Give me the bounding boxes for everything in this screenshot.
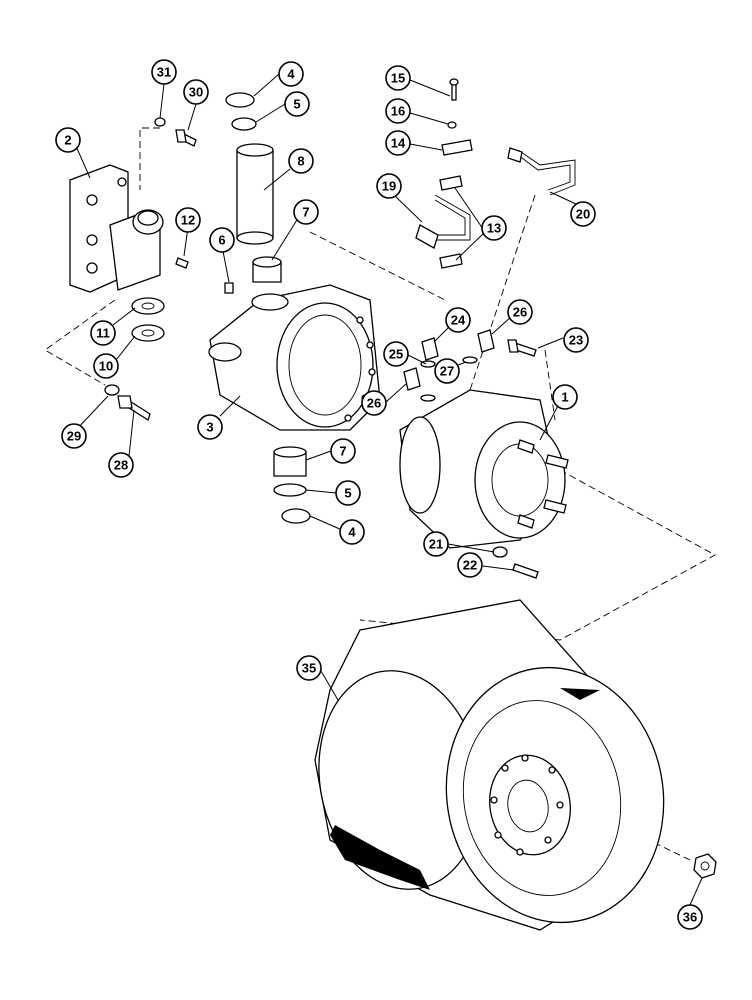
- king-pin-set: [225, 92, 311, 524]
- callout-10: 10: [93, 353, 119, 379]
- svg-text:1: 1: [561, 390, 568, 405]
- valve-hardware: [415, 78, 576, 269]
- svg-text:16: 16: [391, 104, 405, 119]
- callout-12: 12: [175, 207, 201, 233]
- callout-35: 35: [296, 655, 322, 681]
- callout-7-top: 7: [293, 199, 319, 225]
- small-hardware: [104, 117, 234, 421]
- callout-4-bottom: 4: [339, 519, 365, 545]
- svg-text:30: 30: [189, 85, 203, 100]
- callout-6: 6: [209, 227, 235, 253]
- svg-text:13: 13: [487, 221, 501, 236]
- wheel-nut-part-36: [693, 853, 717, 879]
- svg-text:25: 25: [389, 347, 403, 362]
- callout-20: 20: [570, 201, 596, 227]
- svg-text:12: 12: [181, 213, 195, 228]
- wheel-rim-part-35: [314, 599, 665, 931]
- svg-text:5: 5: [344, 486, 351, 501]
- svg-text:26: 26: [367, 396, 381, 411]
- callout-7-bottom: 7: [330, 438, 356, 464]
- svg-text:28: 28: [114, 458, 128, 473]
- callout-11: 11: [90, 320, 116, 346]
- callout-15: 15: [385, 65, 411, 91]
- svg-text:29: 29: [67, 429, 81, 444]
- callout-36: 36: [677, 904, 703, 930]
- svg-text:15: 15: [391, 71, 405, 86]
- svg-text:21: 21: [429, 537, 443, 552]
- svg-text:22: 22: [463, 558, 477, 573]
- callout-19: 19: [376, 173, 402, 199]
- svg-text:19: 19: [382, 179, 396, 194]
- svg-text:6: 6: [218, 233, 225, 248]
- callout-14: 14: [385, 130, 411, 156]
- callout-30: 30: [183, 79, 209, 105]
- callout-22: 22: [457, 552, 483, 578]
- callout-25: 25: [383, 341, 409, 367]
- callout-8: 8: [288, 148, 314, 174]
- hydraulic-fittings: [403, 329, 537, 402]
- callout-23: 23: [563, 327, 589, 353]
- callout-3: 3: [197, 414, 223, 440]
- svg-text:35: 35: [302, 661, 316, 676]
- svg-text:26: 26: [513, 305, 527, 320]
- callout-13: 13: [481, 215, 507, 241]
- svg-text:23: 23: [569, 333, 583, 348]
- svg-text:36: 36: [683, 910, 697, 925]
- svg-text:7: 7: [302, 205, 309, 220]
- svg-text:10: 10: [99, 359, 113, 374]
- knuckle-housing-part-3: [208, 284, 381, 431]
- wheel-hub-part-1: [399, 389, 569, 579]
- svg-text:7: 7: [339, 444, 346, 459]
- svg-text:11: 11: [96, 326, 110, 341]
- svg-text:8: 8: [297, 154, 304, 169]
- callout-1: 1: [552, 384, 578, 410]
- svg-text:27: 27: [440, 364, 454, 379]
- callout-31: 31: [151, 59, 177, 85]
- svg-text:14: 14: [391, 136, 406, 151]
- callouts: 31 30 4 5 8 2 7 12 6 11 10 29 28 3 7 5 4…: [55, 59, 703, 930]
- callout-2: 2: [55, 127, 81, 153]
- svg-text:20: 20: [576, 207, 590, 222]
- callout-26-top: 26: [507, 299, 533, 325]
- callout-4-top: 4: [278, 61, 304, 87]
- svg-text:31: 31: [157, 65, 171, 80]
- svg-text:24: 24: [451, 313, 466, 328]
- callout-5-top: 5: [284, 91, 310, 117]
- svg-text:3: 3: [206, 420, 213, 435]
- callout-24: 24: [445, 307, 471, 333]
- svg-text:4: 4: [348, 525, 356, 540]
- callout-5-bottom: 5: [335, 480, 361, 506]
- svg-text:4: 4: [287, 67, 295, 82]
- svg-text:2: 2: [64, 133, 71, 148]
- callout-29: 29: [61, 423, 87, 449]
- callout-16: 16: [385, 98, 411, 124]
- callout-26-bottom: 26: [361, 390, 387, 416]
- callout-27: 27: [434, 358, 460, 384]
- callout-21: 21: [423, 531, 449, 557]
- svg-text:5: 5: [293, 97, 300, 112]
- mounting-bracket-part-2: [69, 164, 164, 293]
- callout-28: 28: [108, 452, 134, 478]
